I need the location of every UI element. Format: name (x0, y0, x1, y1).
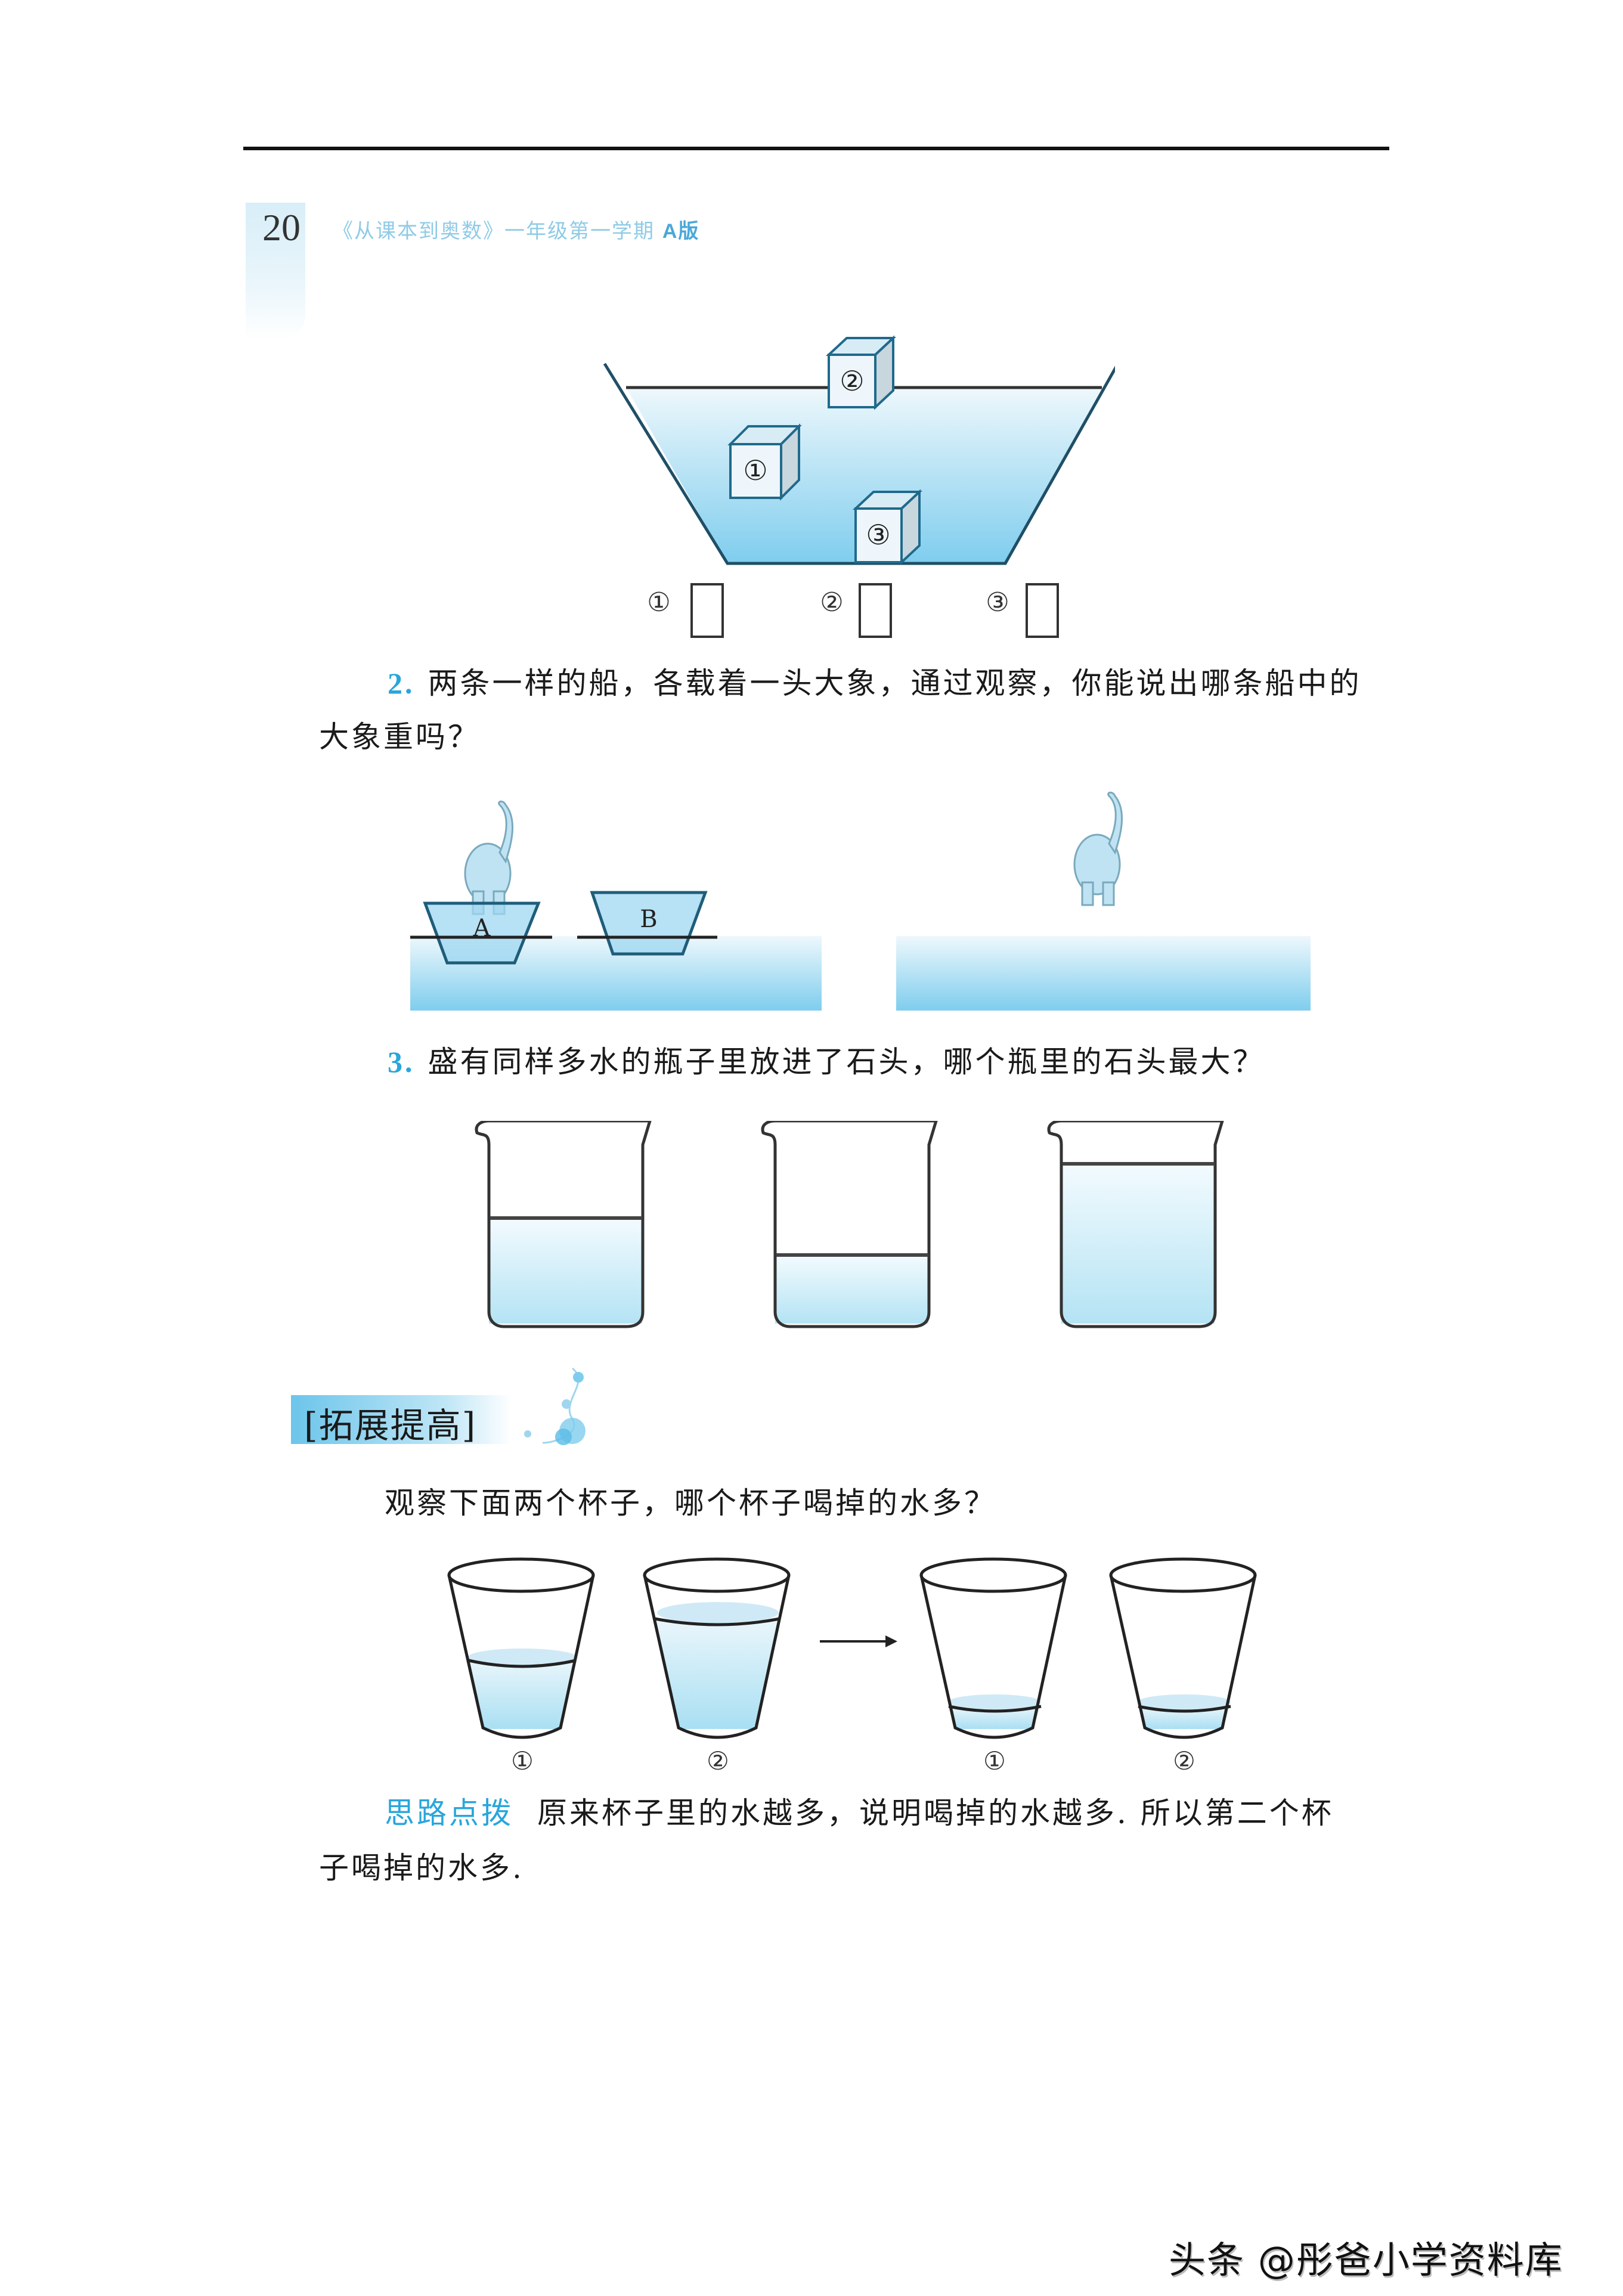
question-2-line2: 大象重吗？ (319, 720, 480, 754)
beaker-2 (761, 1121, 938, 1328)
page-number: 20 (262, 206, 301, 249)
edition-label: A版 (662, 220, 700, 243)
beaker-1 (475, 1121, 652, 1328)
elephant-b-icon (1073, 791, 1123, 906)
answer-row: ① ② ③ (647, 583, 1059, 638)
svg-text:A: A (473, 915, 491, 942)
section-title: [拓展提高] (304, 1405, 477, 1446)
svg-text:①: ① (647, 587, 670, 618)
hint-line1: 原来杯子里的水越多，说明喝掉的水越多. 所以第二个杯 (537, 1796, 1334, 1830)
question-2: 2. 两条一样的船，各载着一头大象，通过观察，你能说出哪条船中的 (388, 656, 1401, 711)
question-3-number: 3. (388, 1045, 415, 1079)
top-rule (243, 147, 1389, 150)
beaker-3 (1047, 1121, 1224, 1328)
header-decoration (246, 203, 305, 340)
svg-text:B: B (640, 906, 657, 933)
question-2-text-line1: 两条一样的船，各载着一头大象，通过观察，你能说出哪条船中的 (428, 666, 1362, 701)
boat-a (423, 901, 541, 965)
question-3-text: 盛有同样多水的瓶子里放进了石头，哪个瓶里的石头最大？ (428, 1045, 1265, 1079)
book-title-text: 《从课本到奥数》一年级第一学期 (333, 219, 655, 243)
floral-decoration-icon (524, 1367, 586, 1445)
question-3: 3. 盛有同样多水的瓶子里放进了石头，哪个瓶里的石头最大？ (388, 1034, 1265, 1089)
arrow-right-icon (820, 1635, 897, 1647)
book-title: 《从课本到奥数》一年级第一学期 A版 (333, 215, 699, 244)
basin-figure: ① ② ③ ① ② ③ (603, 335, 1115, 638)
answer-box-1[interactable] (690, 583, 724, 638)
hint-line2: 子喝掉的水多. (319, 1851, 524, 1885)
answer-box-3[interactable] (1026, 583, 1059, 638)
svg-text:③: ③ (986, 587, 1009, 618)
svg-text:②: ② (820, 587, 843, 618)
cube-2: ② (825, 335, 897, 410)
cube-1: ① (727, 423, 802, 501)
svg-text:①: ① (743, 454, 767, 487)
cups-figure: ① ② ① ② (447, 1557, 1257, 1776)
question-2-number: 2. (388, 667, 415, 700)
svg-text:②: ② (840, 365, 864, 397)
hint: 思路点拨原来杯子里的水越多，说明喝掉的水越多. 所以第二个杯 (385, 1786, 1334, 1840)
cube-3: ③ (852, 489, 923, 565)
svg-text:①: ① (983, 1746, 1006, 1776)
svg-text:①: ① (511, 1746, 534, 1776)
elephant-a-icon (464, 800, 513, 915)
svg-text:②: ② (1173, 1746, 1195, 1776)
cup-before-2: ② (643, 1557, 791, 1776)
cup-before-1: ① (447, 1557, 595, 1776)
section-banner (291, 1395, 512, 1444)
beakers-figure (475, 1121, 1224, 1328)
hint-label: 思路点拨 (385, 1796, 513, 1830)
svg-text:③: ③ (866, 519, 890, 551)
watermark: 头条 @彤爸小学资料库 (1169, 2238, 1563, 2282)
svg-text:②: ② (707, 1746, 729, 1776)
cup-after-1: ① (919, 1557, 1067, 1776)
cup-after-2: ② (1109, 1557, 1257, 1776)
extension-question: 观察下面两个杯子，哪个杯子喝掉的水多？ (385, 1486, 996, 1520)
answer-box-2[interactable] (859, 583, 892, 638)
boats-figure: A B (410, 791, 1311, 1011)
